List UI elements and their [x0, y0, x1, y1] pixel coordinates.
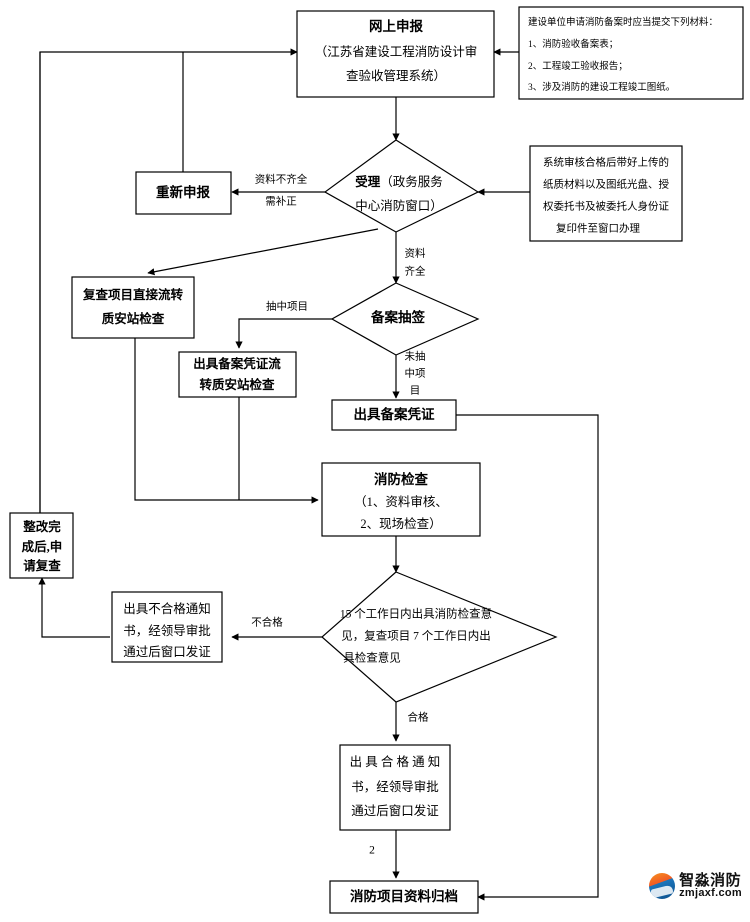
node-rectify-recheck[interactable]: 整改完 成后,申 请复查 [9, 512, 74, 579]
label-qualified: 合格 [408, 710, 429, 723]
fail-notice-line2: 书，经领导审批 [123, 623, 211, 638]
recheck-transfer-line1: 复查项目直接流转 [82, 287, 184, 302]
lottery-label: 备案抽签 [370, 309, 425, 325]
online-apply-title: 网上申报 [369, 18, 423, 34]
window-note-line3: 权委托书及被委托人身份证 [543, 199, 669, 212]
node-fail-notice[interactable]: 出具不合格通知 书，经领导审批 通过后窗口发证 [111, 591, 223, 663]
node-online-apply[interactable]: 网上申报 （江苏省建设工程消防设计审 查验收管理系统） [296, 10, 495, 98]
node-lottery[interactable]: 备案抽签 [330, 282, 480, 356]
watermark: 智淼消防 zmjaxf.com [649, 871, 742, 900]
node-decision-days[interactable]: 15 个工作日内出具消防检查意 见，复查项目 7 个工作日内出 具检查意见 [321, 571, 558, 703]
label-marker-two: 2 [369, 845, 375, 857]
label-not-selected-3: 目 [410, 385, 421, 396]
pass-notice-line3: 通过后窗口发证 [351, 803, 439, 818]
cert-transfer-line1: 出具备案凭证流 [193, 356, 281, 371]
node-pass-notice[interactable]: 出 具 合 格 通 知 书，经领导审批 通过后窗口发证 [339, 744, 451, 831]
label-complete-2: 齐全 [405, 264, 426, 277]
label-not-selected-1: 未抽 [405, 349, 426, 362]
edge-recheck-transfer-down [134, 338, 319, 504]
reapply-label: 重新申报 [156, 184, 210, 200]
materials-note-line1: 建设单位申请消防备案时应当提交下列材料： [528, 16, 718, 28]
label-not-selected-2: 中项 [405, 366, 426, 379]
fail-notice-line1: 出具不合格通知 [123, 601, 211, 616]
fail-notice-line3: 通过后窗口发证 [123, 644, 211, 659]
node-reapply[interactable]: 重新申报 [135, 171, 232, 215]
node-issue-cert[interactable]: 出具备案凭证 [331, 399, 457, 431]
decision-days-line2: 见，复查项目 7 个工作日内出 [341, 629, 491, 643]
brand-url: zmjaxf.com [679, 887, 742, 900]
node-recheck-transfer[interactable]: 复查项目直接流转 质安站检查 [71, 276, 195, 339]
window-note-line4: 复印件至窗口办理 [556, 221, 640, 234]
online-apply-line2: （江苏省建设工程消防设计审 [315, 44, 478, 59]
edge-label-layer: 资料不齐全 需补正 资料 齐全 抽中项目 未抽 中项 目 不合格 合格 2 [251, 172, 429, 856]
materials-note-line4: 3、涉及消防的建设工程竣工图纸。 [528, 81, 675, 93]
edge-lottery-to-cert-transfer [235, 318, 332, 349]
brand-name: 智淼消防 [679, 871, 742, 889]
edge-accept-to-recheck-transfer [147, 228, 379, 276]
cert-transfer-line2: 转质安站检查 [199, 377, 275, 392]
pass-notice-line1: 出 具 合 格 通 知 [350, 754, 441, 769]
node-issue-cert-transfer[interactable]: 出具备案凭证流 转质安站检查 [178, 351, 297, 398]
watermark-text: 智淼消防 zmjaxf.com [679, 871, 742, 900]
online-apply-line3: 查验收管理系统） [346, 68, 446, 83]
rectify-line1: 整改完 [23, 519, 61, 534]
window-note-line1: 系统审核合格后带好上传的 [543, 155, 669, 168]
accept-label-primary: 受理（政务服务 [355, 174, 443, 189]
label-selected: 抽中项目 [266, 299, 308, 312]
label-complete-1: 资料 [405, 246, 426, 259]
fire-inspection-line2: （1、资料审核、 [354, 494, 448, 509]
decision-days-line3: 具检查意见 [343, 651, 401, 665]
fire-inspection-title: 消防检查 [374, 471, 428, 487]
edge-fail-to-rectify [38, 577, 110, 638]
brand-logo-icon [649, 873, 676, 900]
recheck-transfer-line2: 质安站检查 [102, 311, 165, 326]
decision-days-line1: 15 个工作日内出具消防检查意 [340, 607, 492, 621]
edge-issue-cert-right-rail [456, 414, 599, 901]
materials-note-line2: 1、消防验收备案表； [528, 38, 618, 50]
connector-layer [38, 48, 599, 901]
node-accept[interactable]: 受理（政务服务 中心消防窗口） [323, 139, 480, 233]
node-fire-inspection[interactable]: 消防检查 （1、资料审核、 2、现场检查） [321, 462, 481, 537]
rectify-line3: 请复查 [23, 558, 61, 573]
issue-cert-label: 出具备案凭证 [354, 406, 435, 422]
window-note-line2: 纸质材料以及图纸光盘、授 [543, 177, 669, 190]
rectify-line2: 成后,申 [22, 539, 63, 554]
node-materials-note: 建设单位申请消防备案时应当提交下列材料： 1、消防验收备案表； 2、工程竣工验收… [518, 6, 744, 100]
label-incomplete-2: 需补正 [265, 194, 297, 207]
accept-label-secondary: 中心消防窗口） [355, 198, 443, 213]
label-unqualified: 不合格 [251, 615, 283, 628]
label-incomplete-1: 资料不齐全 [255, 172, 308, 185]
materials-note-line3: 2、工程竣工验收报告； [528, 60, 628, 72]
node-archive[interactable]: 消防项目资料归档 [329, 880, 479, 914]
archive-label: 消防项目资料归档 [350, 888, 458, 904]
pass-notice-line2: 书，经领导审批 [351, 779, 439, 794]
fire-inspection-line3: 2、现场检查） [360, 516, 441, 531]
node-window-note: 系统审核合格后带好上传的 纸质材料以及图纸光盘、授 权委托书及被委托人身份证 复… [529, 145, 683, 242]
